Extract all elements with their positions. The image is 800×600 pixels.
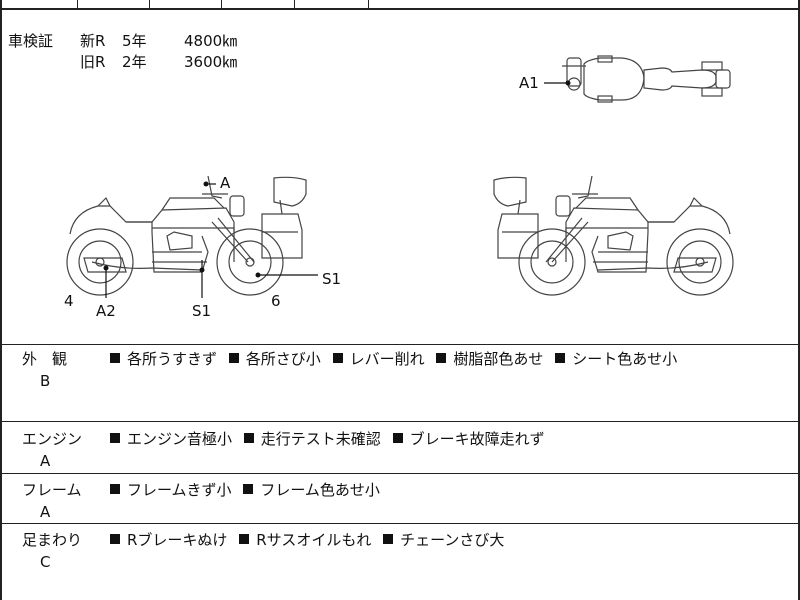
section-notes: 各所うすきず 各所さび小 レバー削れ 樹脂部色あせ シート色あせ小	[110, 348, 684, 369]
top-table-strip	[2, 0, 798, 10]
section-divider	[2, 523, 798, 524]
inspection-label: 車検証	[8, 32, 54, 50]
square-bullet-icon	[436, 353, 447, 363]
section-grade: C	[40, 553, 51, 571]
section-divider	[2, 421, 798, 422]
inspection-new-row: 車検証 新R 5年 4800㎞	[8, 31, 237, 52]
square-bullet-icon	[332, 353, 343, 363]
inspection-old-row: 旧R 2年 3600㎞	[8, 52, 237, 73]
square-bullet-icon	[243, 433, 254, 443]
note-item: レバー削れ	[332, 350, 425, 368]
motorcycle-top-view-icon	[562, 55, 731, 103]
square-bullet-icon	[243, 484, 254, 494]
top-cell	[2, 0, 78, 8]
label-s1-right: S1	[322, 270, 341, 288]
section-divider	[2, 473, 798, 474]
label-6: 6	[271, 292, 281, 310]
note-item: シート色あせ小	[555, 350, 677, 368]
inspection-info: 車検証 新R 5年 4800㎞ 旧R 2年 3600㎞	[8, 31, 237, 73]
label-a1: A1	[519, 74, 539, 92]
square-bullet-icon	[228, 353, 239, 363]
note-item: チェーンさび大	[383, 531, 504, 549]
top-cell	[294, 0, 369, 8]
note-item: エンジン音極小	[110, 430, 232, 448]
section-grade: A	[40, 452, 51, 470]
square-bullet-icon	[555, 353, 566, 363]
top-cell	[221, 0, 295, 8]
note-item: 樹脂部色あせ	[436, 350, 543, 368]
square-bullet-icon	[110, 433, 120, 443]
section-grade: B	[40, 372, 51, 390]
new-r-label: 新R	[80, 32, 106, 50]
new-r-km: 4800㎞	[184, 32, 238, 50]
square-bullet-icon	[110, 484, 120, 494]
section-notes: フレームきず小 フレーム色あせ小	[110, 479, 387, 500]
square-bullet-icon	[239, 534, 250, 544]
section-notes: エンジン音極小 走行テスト未確認 ブレーキ故障走れず	[110, 428, 552, 449]
old-r-label: 旧R	[80, 53, 106, 71]
motorcycle-left-view-icon	[66, 175, 307, 296]
note-item: フレームきず小	[110, 481, 232, 499]
label-4: 4	[64, 292, 74, 310]
section-grade: A	[40, 503, 51, 521]
new-r-years: 5年	[122, 32, 147, 50]
section-name: 足まわり	[22, 531, 83, 549]
note-item: Rブレーキぬけ	[110, 531, 227, 549]
square-bullet-icon	[110, 534, 120, 544]
note-item: ブレーキ故障走れず	[392, 430, 545, 448]
top-cell	[77, 0, 150, 8]
motorcycle-damage-diagram: A1 A S1 4 A2 S1 6	[64, 55, 734, 320]
note-item: フレーム色あせ小	[243, 481, 380, 499]
label-a: A	[220, 174, 231, 192]
label-s1-bottom: S1	[192, 302, 211, 320]
label-a2: A2	[96, 302, 116, 320]
note-item: 走行テスト未確認	[243, 430, 381, 448]
note-item: Rサスオイルもれ	[239, 531, 371, 549]
section-notes: Rブレーキぬけ Rサスオイルもれ チェーンさび大	[110, 529, 511, 550]
old-r-years: 2年	[122, 53, 147, 71]
section-name: 外 観	[22, 350, 68, 368]
section-name: エンジン	[22, 430, 83, 448]
square-bullet-icon	[392, 433, 403, 443]
section-name: フレーム	[22, 481, 82, 499]
old-r-km: 3600㎞	[184, 53, 238, 71]
motorcycle-right-view-icon	[493, 175, 734, 296]
square-bullet-icon	[383, 534, 394, 544]
note-item: 各所うすきず	[110, 350, 217, 368]
annotation-leaders	[105, 82, 568, 298]
note-item: 各所さび小	[228, 350, 321, 368]
section-divider	[2, 344, 798, 345]
top-cell	[149, 0, 222, 8]
square-bullet-icon	[110, 353, 120, 363]
